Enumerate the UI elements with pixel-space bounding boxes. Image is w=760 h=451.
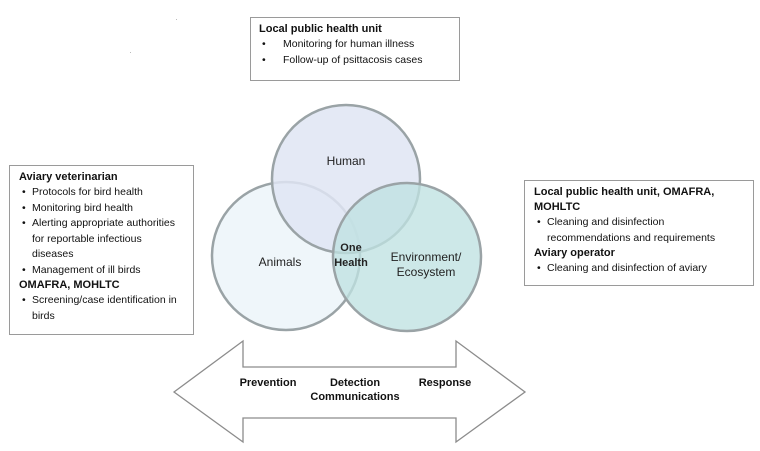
box-list: • Protocols for bird health • Monitoring b…	[19, 185, 184, 278]
local-public-health-unit-box: Local public health unit • Monitoring for…	[250, 17, 460, 81]
box-list: • Monitoring for human illness • Follow-up…	[259, 37, 451, 68]
response-label: Response	[418, 377, 472, 389]
environment-circle	[331, 181, 483, 333]
bullet-icon: •	[537, 216, 541, 228]
double-arrow	[172, 339, 527, 444]
one-health-label: One Health	[326, 241, 376, 271]
one-health-line2: Health	[334, 257, 368, 269]
list-item: • Monitoring for human illness	[259, 37, 451, 53]
list-item-text: Monitoring bird health	[32, 201, 133, 214]
list-item-text: Cleaning and disinfection of aviary	[547, 262, 707, 274]
box-heading: OMAFRA, MOHLTC	[19, 279, 120, 291]
list-item-text: Management of ill birds	[32, 263, 141, 276]
bullet-icon: •	[22, 201, 26, 214]
environment-label: Environment/ Ecosystem	[376, 250, 476, 280]
box-heading: Aviary operator	[534, 247, 615, 259]
box-heading: Aviary veterinarian	[19, 171, 118, 183]
list-item: • Cleaning and disinfection of aviary	[534, 261, 744, 277]
list-item-text: Follow-up of psittacosis cases	[283, 53, 423, 66]
bullet-icon: •	[22, 263, 26, 276]
one-health-line1: One	[340, 242, 362, 254]
bullet-icon: •	[262, 53, 266, 66]
stray-dot	[130, 52, 131, 53]
list-item-text: Screening/case identification in birds	[32, 294, 177, 322]
animals-label: Animals	[258, 255, 302, 269]
list-item-text: Protocols for bird health	[32, 186, 143, 198]
list-item: • Protocols for bird health	[19, 185, 184, 201]
bullet-icon: •	[22, 294, 26, 306]
human-label: Human	[326, 154, 366, 168]
list-item-text: Alerting appropriate authorities for rep…	[32, 217, 176, 260]
bullet-icon: •	[537, 262, 541, 274]
list-item: • Monitoring bird health	[19, 201, 184, 217]
bullet-icon: •	[22, 186, 26, 198]
box-heading: Local public health unit	[259, 23, 382, 35]
list-item: • Cleaning and disinfection recommendatio…	[534, 215, 744, 246]
bullet-icon: •	[262, 38, 266, 50]
list-item: • Alerting appropriate authorities for re…	[19, 216, 184, 263]
box-list: • Cleaning and disinfection recommendatio…	[534, 215, 744, 246]
list-item: • Screening/case identification in birds	[19, 293, 184, 324]
list-item-text: Monitoring for human illness	[283, 38, 415, 50]
communications-label: Communications	[310, 391, 400, 403]
box-list: • Cleaning and disinfection of aviary	[534, 261, 744, 277]
environment-label-line2: Ecosystem	[396, 265, 456, 279]
cleaning-disinfection-box: Local public health unit, OMAFRA, MOHLTC…	[524, 180, 754, 286]
list-item-text: Cleaning and disinfection recommendation…	[547, 216, 716, 244]
list-item: • Follow-up of psittacosis cases	[259, 53, 451, 69]
aviary-veterinarian-box: Aviary veterinarian • Protocols for bird …	[9, 165, 194, 335]
list-item: • Management of ill birds	[19, 263, 184, 279]
prevention-label: Prevention	[239, 377, 297, 389]
bullet-icon: •	[22, 217, 26, 229]
detection-label: Detection	[329, 377, 381, 389]
box-list: • Screening/case identification in birds	[19, 293, 184, 324]
stray-dot	[176, 19, 177, 20]
environment-label-line1: Environment/	[390, 250, 462, 264]
box-heading: Local public health unit, OMAFRA, MOHLTC	[534, 186, 715, 213]
